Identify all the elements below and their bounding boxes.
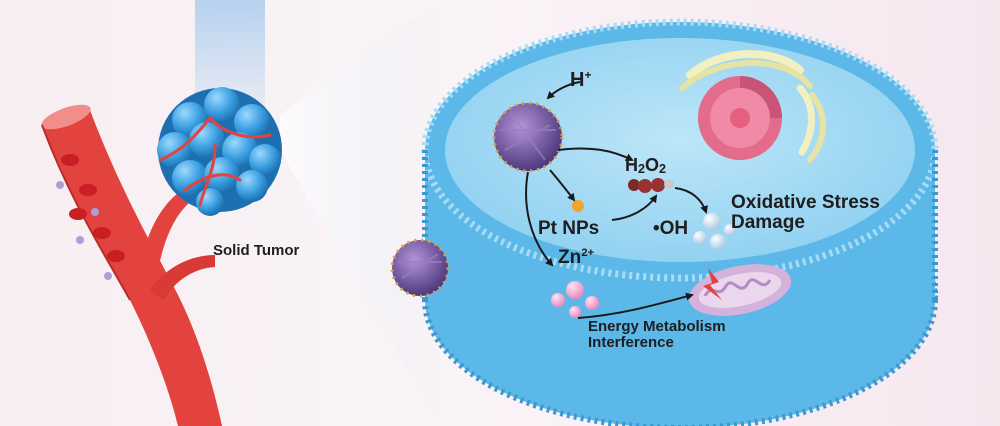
h-plus-charge: + bbox=[584, 67, 592, 82]
nanoparticle-inside bbox=[492, 101, 564, 173]
label-h-plus: H+ bbox=[570, 67, 592, 91]
zoom-beam bbox=[280, 0, 440, 426]
h2o2-sub1: 2 bbox=[638, 161, 646, 176]
reaction-arrows bbox=[525, 81, 708, 319]
energy-line1: Energy Metabolism bbox=[588, 318, 726, 335]
zn-base: Zn bbox=[558, 247, 582, 268]
h2o2-part2: O bbox=[645, 155, 660, 175]
pt-np-particle bbox=[572, 200, 584, 212]
lightning-icon bbox=[703, 268, 722, 300]
nanoparticle-entering bbox=[390, 238, 450, 298]
label-solid-tumor: Solid Tumor bbox=[213, 242, 300, 259]
arrow-pt-to-h2o2 bbox=[611, 194, 658, 221]
label-oxidative-stress: Oxidative Stress Damage bbox=[731, 193, 880, 233]
oh-bubbles bbox=[693, 213, 736, 250]
oxidative-line1: Oxidative Stress bbox=[731, 192, 880, 213]
zn-ions bbox=[551, 281, 599, 318]
endoplasmic-reticulum bbox=[679, 50, 827, 163]
nucleus bbox=[698, 76, 782, 160]
arrow-to-mito bbox=[577, 292, 694, 319]
red-blood-cells bbox=[56, 154, 125, 280]
arrow-h-plus bbox=[546, 81, 581, 100]
arrow-to-oh bbox=[674, 187, 708, 214]
energy-line2: Interference bbox=[588, 333, 674, 351]
h-plus-base: H bbox=[570, 69, 585, 91]
zn-charge: 2+ bbox=[581, 247, 595, 260]
h2o2-molecule bbox=[628, 178, 674, 193]
label-energy-metabolism: Energy Metabolism Interference bbox=[588, 319, 726, 351]
blood-vessel bbox=[41, 104, 222, 426]
label-h2o2: H2O2 bbox=[625, 155, 667, 176]
tumor-cluster bbox=[157, 87, 282, 216]
cytoplasm bbox=[445, 38, 915, 262]
arrow-to-h2o2 bbox=[557, 147, 634, 161]
arrow-to-zn bbox=[525, 171, 554, 267]
label-zn-ion: Zn2+ bbox=[558, 247, 595, 268]
h2o2-part1: H bbox=[625, 155, 638, 175]
label-oh-radical: •OH bbox=[653, 218, 689, 239]
h2o2-sub2: 2 bbox=[659, 161, 667, 176]
label-pt-nps: Pt NPs bbox=[538, 218, 600, 239]
oxidative-line2: Damage bbox=[731, 211, 805, 233]
arrow-to-pt bbox=[549, 169, 576, 202]
